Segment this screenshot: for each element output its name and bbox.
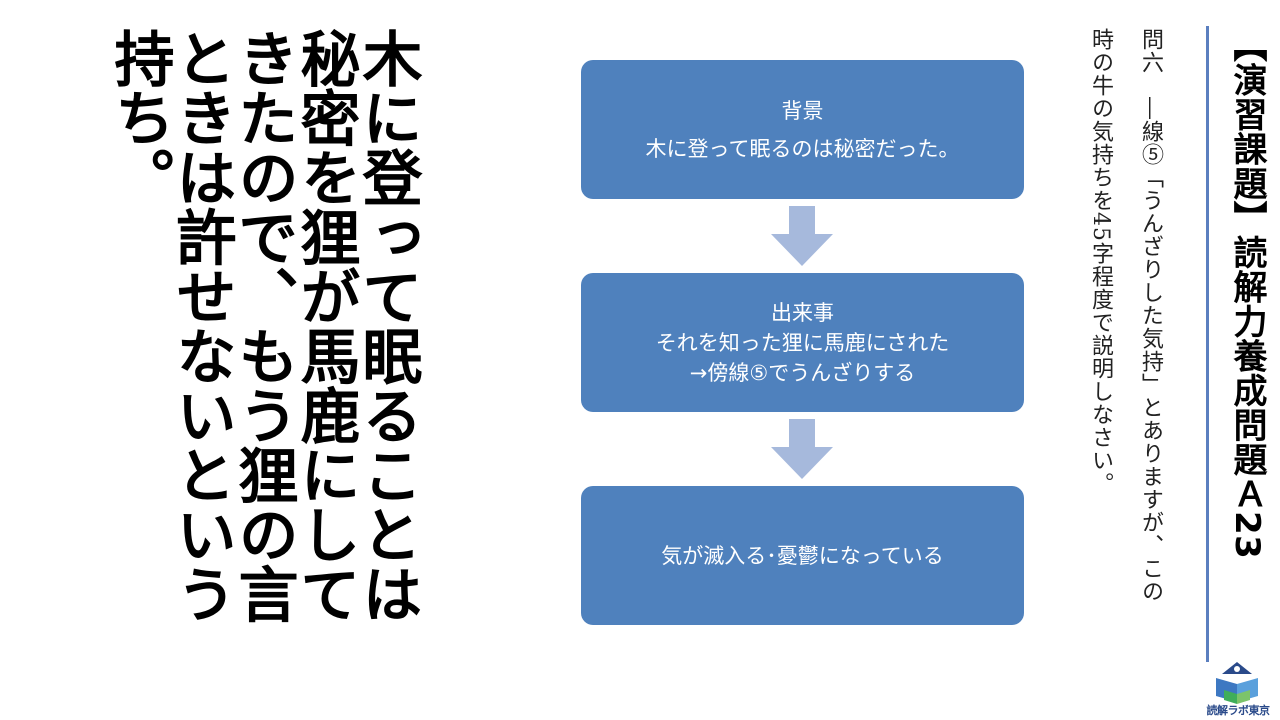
flow-box-event-line2: →傍線⑤でうんざりする <box>689 360 916 385</box>
flow-box-background-text: 木に登って眠るのは秘密だった。 <box>645 136 960 161</box>
flow-box-result-text: 気が滅入る･憂鬱になっている <box>661 543 944 568</box>
flow-box-background-title: 背景 <box>781 98 824 123</box>
flow-box-result: 気が滅入る･憂鬱になっている <box>581 486 1024 625</box>
answer-text: 木に登って眠ることは 秘密を狸が馬鹿にして きたので、もう狸の言 ときは許せない… <box>104 28 422 623</box>
flow-box-background: 背景 木に登って眠るのは秘密だった。 <box>581 60 1024 199</box>
divider-bar <box>1206 26 1209 662</box>
down-arrow-icon <box>771 419 833 479</box>
flow-box-event-title: 出来事 <box>771 300 834 325</box>
logo-text: 読解ラボ東京 <box>1206 704 1271 717</box>
flow-box-event: 出来事 それを知った狸に馬鹿にされた →傍線⑤でうんざりする <box>581 273 1024 412</box>
question-text: 問六 ―線⑤「うんざりした気持」とありますが、この 時の牛の気持ちを45字程度で… <box>1088 28 1163 603</box>
down-arrow-icon <box>771 206 833 266</box>
page-title: 【演習課題】読解力養成問題Ａ23 <box>1227 28 1267 560</box>
logo-icon <box>1216 662 1258 704</box>
flow-box-event-line1: それを知った狸に馬鹿にされた <box>655 330 950 355</box>
